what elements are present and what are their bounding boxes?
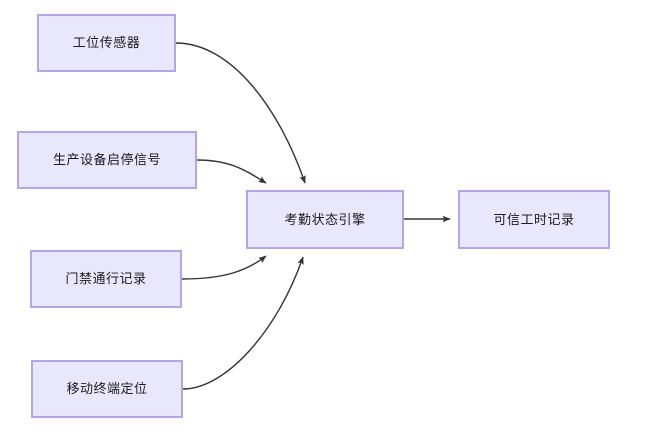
node-gongwei-chuanganqi[interactable]: 工位传感器 — [37, 14, 176, 72]
node-label: 门禁通行记录 — [65, 271, 147, 287]
edge-menjin-to-engine — [181, 255, 267, 280]
node-menjin-tongxing-jilu[interactable]: 门禁通行记录 — [30, 250, 182, 308]
node-kexin-gongshi-jilu[interactable]: 可信工时记录 — [458, 190, 610, 249]
node-label: 移动终端定位 — [66, 381, 148, 397]
node-label: 可信工时记录 — [493, 211, 575, 227]
node-label: 生产设备启停信号 — [52, 152, 161, 168]
node-shengchan-shebei-qiting-xinhao[interactable]: 生产设备启停信号 — [17, 131, 197, 189]
node-yidong-zhongduan-dingwei[interactable]: 移动终端定位 — [31, 360, 183, 418]
edge-shebei-to-engine — [196, 159, 267, 184]
node-kaoqin-zhuangtai-yinqing[interactable]: 考勤状态引擎 — [246, 190, 404, 249]
node-label: 考勤状态引擎 — [284, 211, 366, 227]
edge-yidong-to-engine — [182, 256, 304, 390]
node-label: 工位传感器 — [72, 35, 141, 51]
